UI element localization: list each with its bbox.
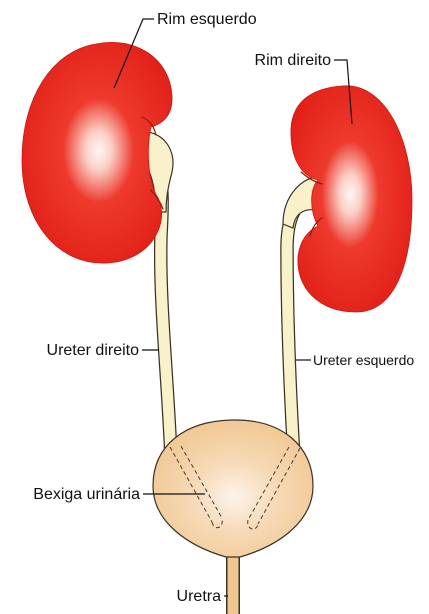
label-rim-esquerdo: Rim esquerdo	[157, 11, 257, 28]
label-bexiga-urinaria: Bexiga urinária	[33, 486, 140, 503]
label-uretra: Uretra	[177, 588, 222, 605]
label-ureter-direito: Ureter direito	[47, 342, 140, 359]
label-rim-direito: Rim direito	[255, 52, 332, 69]
label-ureter-esquerdo: Ureter esquerdo	[313, 352, 414, 368]
bladder-shape	[153, 420, 313, 557]
